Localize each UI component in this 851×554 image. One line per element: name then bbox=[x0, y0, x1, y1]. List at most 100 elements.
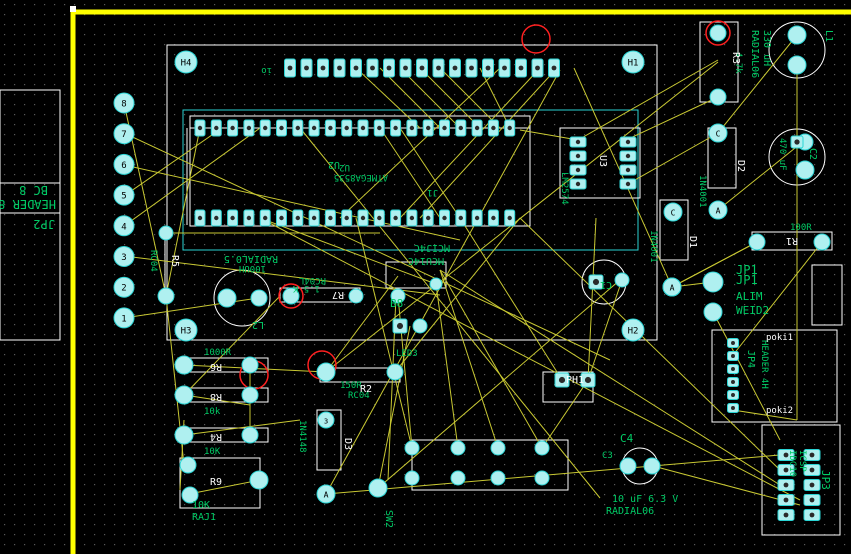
c4-pad-2[interactable] bbox=[643, 457, 661, 475]
u2-pin-top-17[interactable] bbox=[455, 119, 467, 137]
u2-pin-bottom-19[interactable] bbox=[487, 209, 499, 227]
r6-pad-1[interactable] bbox=[174, 355, 194, 375]
cap-pad-5[interactable] bbox=[404, 470, 420, 486]
u2-pin-bottom-4[interactable] bbox=[243, 209, 255, 227]
u3-pin-right-2[interactable] bbox=[619, 150, 637, 162]
r1-pad-1[interactable] bbox=[748, 233, 766, 251]
lcd-header-pin-16[interactable] bbox=[531, 58, 544, 78]
jp2-pin-1[interactable]: 1 bbox=[113, 307, 135, 329]
jp1-pad-2[interactable] bbox=[703, 302, 723, 322]
r3-pad-1[interactable] bbox=[709, 24, 727, 42]
u2-pin-bottom-1[interactable] bbox=[194, 209, 206, 227]
jp3-pin-b1[interactable] bbox=[803, 449, 821, 461]
u2-pin-bottom-6[interactable] bbox=[276, 209, 287, 227]
lcd-header-pin-14[interactable] bbox=[498, 58, 511, 78]
jp2-pin-8[interactable]: 8 bbox=[113, 92, 135, 114]
l1-pad-2[interactable] bbox=[787, 55, 807, 75]
l2-pad-2[interactable] bbox=[250, 289, 268, 307]
u2-pin-bottom-14[interactable] bbox=[406, 209, 418, 227]
c2-pad-2[interactable] bbox=[795, 160, 815, 180]
d2-pad-c[interactable]: C bbox=[708, 123, 728, 143]
lcd-header-pin-7[interactable] bbox=[383, 58, 395, 78]
lcd-header-pin-17[interactable] bbox=[548, 58, 560, 78]
r4-pad-2[interactable] bbox=[241, 426, 259, 444]
u2-pin-bottom-16[interactable] bbox=[439, 209, 450, 227]
cap-pad-7[interactable] bbox=[490, 470, 506, 486]
c4-pad-1[interactable] bbox=[619, 457, 637, 475]
r9-pad-3[interactable] bbox=[181, 486, 199, 504]
u2-pin-top-2[interactable] bbox=[210, 119, 222, 137]
lcd-header-pin-9[interactable] bbox=[416, 58, 428, 78]
r8-pad-2[interactable] bbox=[241, 386, 259, 404]
u3-pin-right-3[interactable] bbox=[619, 164, 637, 176]
lcd-header-pin-1[interactable] bbox=[284, 58, 296, 78]
u2-pin-bottom-15[interactable] bbox=[422, 209, 434, 227]
r5-pad-1[interactable] bbox=[158, 225, 174, 241]
l1-pad-1[interactable] bbox=[787, 25, 807, 45]
u2-pin-bottom-3[interactable] bbox=[227, 209, 239, 227]
u2-pin-bottom-17[interactable] bbox=[455, 209, 467, 227]
lcd-header-pin-4[interactable] bbox=[333, 58, 346, 78]
u2-pin-top-8[interactable] bbox=[308, 119, 320, 137]
jp3-pin-a5[interactable] bbox=[777, 509, 795, 521]
jp2-pin-5[interactable]: 5 bbox=[113, 184, 135, 206]
cap-pad-3[interactable] bbox=[490, 440, 506, 456]
jp4-pin-3[interactable] bbox=[727, 364, 739, 374]
jp3-pin-a1[interactable] bbox=[777, 449, 795, 461]
d3-pad-a[interactable]: A bbox=[316, 484, 336, 504]
cap-pad-6[interactable] bbox=[450, 470, 466, 486]
lcd-header-pin-3[interactable] bbox=[317, 58, 329, 78]
jp3-pin-a4[interactable] bbox=[777, 494, 795, 506]
cap-pad-2[interactable] bbox=[450, 440, 466, 456]
jp4-pin-2[interactable] bbox=[727, 351, 739, 361]
u2-pin-top-15[interactable] bbox=[422, 119, 434, 137]
lcd-header-pin-8[interactable] bbox=[399, 58, 412, 78]
u3-pin-left-4[interactable] bbox=[569, 178, 587, 190]
u2-pin-top-16[interactable] bbox=[439, 119, 450, 137]
u2-pin-top-4[interactable] bbox=[243, 119, 255, 137]
c2-pad-square[interactable] bbox=[790, 135, 804, 149]
jp3-pin-b2[interactable] bbox=[803, 464, 821, 476]
jp3-pin-a2[interactable] bbox=[777, 464, 795, 476]
r2-pad-2[interactable] bbox=[386, 363, 404, 381]
u2-pin-top-13[interactable] bbox=[390, 119, 402, 137]
u2-pin-top-7[interactable] bbox=[292, 119, 304, 137]
jp2-pin-6[interactable]: 6 bbox=[113, 153, 135, 175]
jp4-pin-4[interactable] bbox=[727, 377, 739, 387]
l2-pad-1[interactable] bbox=[217, 288, 237, 308]
r3-pad-2[interactable] bbox=[709, 88, 727, 106]
r7-pad-2[interactable] bbox=[348, 288, 364, 304]
r2-pad-1[interactable] bbox=[316, 362, 336, 382]
lcd-header-pin-5[interactable] bbox=[350, 58, 362, 78]
u2-pin-bottom-8[interactable] bbox=[308, 209, 320, 227]
d1-pad-a[interactable]: A bbox=[662, 277, 682, 297]
jp4-pin-5[interactable] bbox=[727, 390, 739, 400]
u2-pin-top-19[interactable] bbox=[487, 119, 499, 137]
led3-pad-1[interactable] bbox=[392, 318, 408, 334]
u2-pin-top-3[interactable] bbox=[227, 119, 239, 137]
lcd-header-pin-15[interactable] bbox=[515, 58, 527, 78]
u2-pin-bottom-13[interactable] bbox=[390, 209, 402, 227]
ph1-pad-1[interactable] bbox=[554, 372, 570, 388]
u2-pin-top-5[interactable] bbox=[259, 119, 271, 137]
r4-pad-1[interactable] bbox=[174, 425, 194, 445]
u2-pin-top-9[interactable] bbox=[324, 119, 336, 137]
c1-pad-1[interactable] bbox=[588, 274, 604, 290]
u2-pin-bottom-10[interactable] bbox=[341, 209, 353, 227]
lcd-header-pin-11[interactable] bbox=[449, 58, 461, 78]
d1-pad-c[interactable]: C bbox=[663, 202, 683, 222]
mounting-hole-h4[interactable]: H4 bbox=[174, 50, 198, 74]
jp2-pin-4[interactable]: 4 bbox=[113, 215, 135, 237]
cap-pad-1[interactable] bbox=[404, 440, 420, 456]
u3-pin-right-4[interactable] bbox=[619, 178, 637, 190]
u2-pin-top-12[interactable] bbox=[373, 119, 385, 137]
u2-pin-bottom-2[interactable] bbox=[210, 209, 222, 227]
b8-pad-2[interactable] bbox=[429, 277, 443, 291]
u2-pin-top-10[interactable] bbox=[341, 119, 353, 137]
lcd-header-pin-10[interactable] bbox=[432, 58, 445, 78]
u2-pin-top-11[interactable] bbox=[357, 119, 369, 137]
r8-pad-1[interactable] bbox=[174, 385, 194, 405]
u3-pin-left-1[interactable] bbox=[569, 136, 587, 148]
ph1-pad-2[interactable] bbox=[580, 372, 596, 388]
